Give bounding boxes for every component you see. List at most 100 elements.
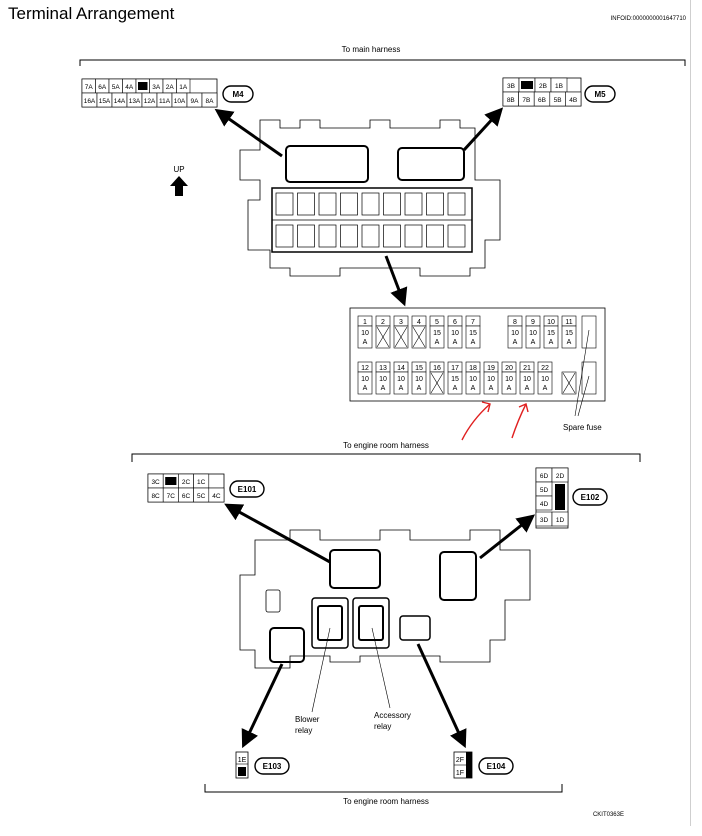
fuse-number: 6 xyxy=(453,319,457,326)
fuse-number: 20 xyxy=(505,365,513,372)
fuse-slot xyxy=(361,192,380,216)
fuse-slot xyxy=(275,224,294,248)
fuse-number: 4 xyxy=(417,319,421,326)
fuse-slot xyxy=(383,224,401,248)
m4-cell-label: 16A xyxy=(84,98,96,105)
m4-cell-label: 4A xyxy=(125,84,134,91)
m5-cell xyxy=(565,91,582,107)
fuse-number: 17 xyxy=(451,365,459,372)
m5-cell-label: 1B xyxy=(555,83,563,90)
fuse-unit: A xyxy=(381,385,386,392)
m4-cell-label: 2A xyxy=(166,84,175,91)
m4-cell-label: 10A xyxy=(174,98,186,105)
upper-fuse-block xyxy=(239,119,501,277)
e102-filled-cell xyxy=(555,484,565,510)
e102-badge xyxy=(572,488,608,506)
fuse-rating-cell xyxy=(429,325,445,349)
info-id: INFOID:0000000001647710 xyxy=(610,16,686,22)
fuse-slot xyxy=(318,224,337,248)
e101-badge xyxy=(229,480,265,498)
m5-label: M5 xyxy=(594,90,606,99)
m4-cell-label: 13A xyxy=(129,98,141,105)
fuse-amp: 15 xyxy=(469,330,477,337)
e101-filled-cell xyxy=(165,477,177,485)
fuse-rating-cell xyxy=(465,325,481,349)
arrow-to-e102 xyxy=(479,514,536,560)
to-engine-room-harness-top-label: To engine room harness xyxy=(343,441,429,450)
fuse-amp: 10 xyxy=(529,330,537,337)
fuse-rating-cell xyxy=(393,371,409,395)
fuse-amp: 10 xyxy=(469,376,477,383)
arrow-to-fuse-table xyxy=(384,255,408,307)
e103-filled-cell xyxy=(238,767,246,776)
e101-cell-label: 8C xyxy=(151,493,160,500)
fuse-rating-cell xyxy=(357,371,373,395)
empty-slot-cross xyxy=(562,372,576,394)
e101-cell xyxy=(208,487,225,503)
fuse-unit: A xyxy=(417,385,422,392)
fuse-number: 10 xyxy=(547,319,555,326)
arrow-to-m4 xyxy=(214,108,283,158)
m4-cell-label: 5A xyxy=(112,84,121,91)
fuse-amp: 10 xyxy=(361,330,369,337)
m4-cell-label: 8A xyxy=(206,98,215,105)
fuse-amp: 15 xyxy=(433,330,441,337)
fuse-number: 3 xyxy=(399,319,403,326)
fuse-rating-cell xyxy=(465,371,481,395)
fuse-unit: A xyxy=(513,339,518,346)
m5-cell-label: 5B xyxy=(554,97,562,104)
fuse-number: 7 xyxy=(471,319,475,326)
fuse-slot xyxy=(340,224,358,248)
fuse-unit: A xyxy=(435,339,440,346)
fuse-number: 5 xyxy=(435,319,439,326)
empty-slot-cross xyxy=(394,326,408,348)
m4-label: M4 xyxy=(232,90,244,99)
fuse-number: 1 xyxy=(363,319,367,326)
m5-cell-label: 8B xyxy=(507,97,515,104)
m5-cell-label: 2B xyxy=(539,83,547,90)
fuse-number: 11 xyxy=(565,319,572,326)
fuse-amp: 10 xyxy=(511,330,519,337)
blower-relay-line2: relay xyxy=(295,726,312,735)
red-annotation-arrows xyxy=(461,401,529,441)
fuse-amp: 15 xyxy=(547,330,555,337)
fuse-unit: A xyxy=(363,339,368,346)
m4-cell-label: 6A xyxy=(98,84,107,91)
up-label: UP xyxy=(173,165,184,174)
e102-cell-label: 2D xyxy=(556,473,565,480)
m5-cell-label: 7B xyxy=(522,97,530,104)
fuse-rating-cell xyxy=(507,325,523,349)
figure-code: CKIT0363E xyxy=(592,812,624,818)
up-arrow-icon xyxy=(170,176,188,196)
to-main-harness-label: To main harness xyxy=(342,45,401,54)
spare-fuse-cell-2 xyxy=(581,361,597,395)
empty-slot-cross xyxy=(376,326,390,348)
fuse-number: 15 xyxy=(415,365,423,372)
e101-cell-label: 1C xyxy=(197,479,206,486)
m4-cell-label: 3A xyxy=(152,84,161,91)
fuse-unit: A xyxy=(525,385,530,392)
fuse-amp: 10 xyxy=(487,376,495,383)
arrow-to-e101 xyxy=(224,503,331,564)
fuse-slot xyxy=(340,192,358,216)
fuse-number: 19 xyxy=(487,365,495,372)
spare-fuse-label: Spare fuse xyxy=(563,423,602,432)
e102-cell xyxy=(535,495,553,511)
e104-badge xyxy=(478,757,514,775)
e102-cell-label: 1D xyxy=(556,517,565,524)
fuse-unit: A xyxy=(471,385,476,392)
m4-cell-label: 1A xyxy=(179,84,188,91)
spare-leader-1 xyxy=(574,329,590,417)
fuse-number: 9 xyxy=(531,319,535,326)
fuse-slot xyxy=(275,192,294,216)
e101-cell-label: 5C xyxy=(197,493,206,500)
fuse-number: 22 xyxy=(541,365,549,372)
page-frame xyxy=(690,0,691,826)
